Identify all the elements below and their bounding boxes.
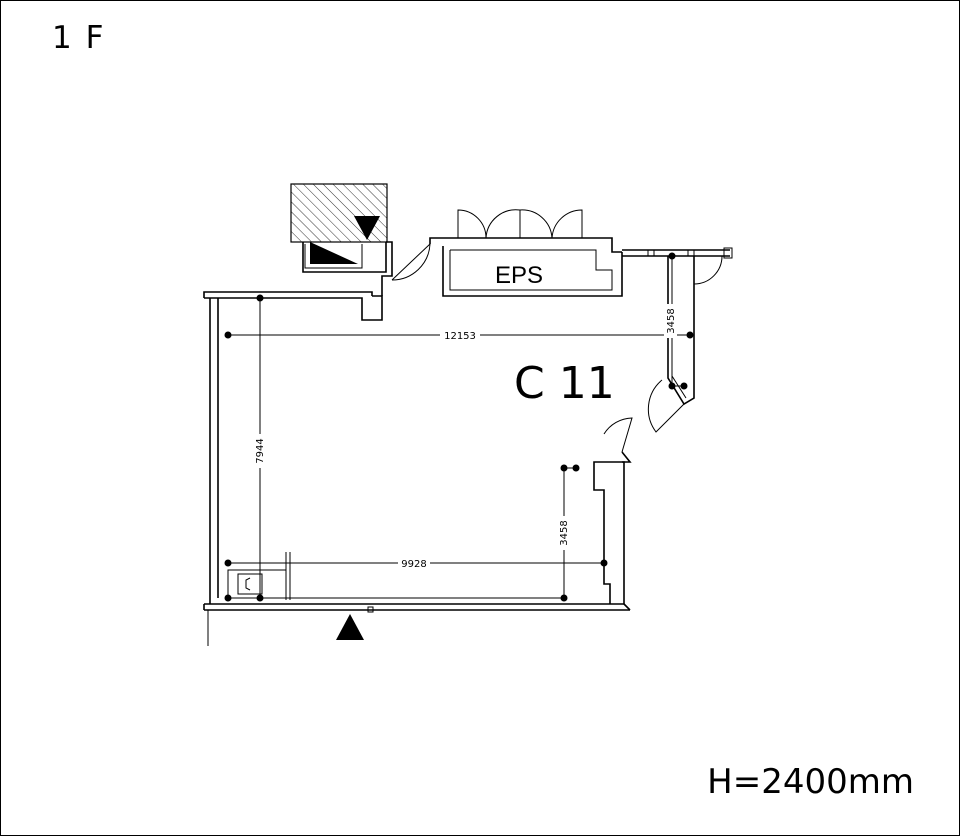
dim-right-upper: 3458	[666, 308, 677, 333]
dimension-node	[686, 331, 694, 339]
dimension-node	[668, 382, 676, 390]
dimension-node	[560, 464, 568, 472]
dimension-node	[224, 331, 232, 339]
dimension-lines: 12153 3458 7944 9928	[224, 252, 694, 602]
room-name: C 11	[514, 358, 615, 409]
stair-block	[290, 183, 388, 273]
dimension-node	[668, 252, 676, 260]
entrance-arrow-icon	[336, 614, 364, 640]
eps-label: EPS	[495, 262, 543, 289]
dim-top-width: 12153	[444, 331, 476, 342]
eps-room: EPS	[429, 209, 623, 297]
dimension-node	[256, 294, 264, 302]
dim-left-depth: 7944	[255, 438, 266, 463]
dimension-node	[680, 382, 688, 390]
dimension-node	[224, 594, 232, 602]
upper-left-walls	[203, 241, 393, 321]
dimension-node	[572, 464, 580, 472]
door-stair	[391, 243, 431, 281]
down-arrow-icon	[354, 216, 380, 240]
diagonal-doors	[603, 379, 685, 463]
dimension-node	[224, 559, 232, 567]
stair-triangle-icon	[310, 242, 358, 264]
dimension-node	[600, 559, 608, 567]
ceiling-height-label: H=2400mm	[707, 762, 914, 802]
main-room-walls	[203, 298, 631, 646]
dim-right-lower: 3458	[559, 520, 570, 545]
floor-label: 1 F	[52, 20, 106, 56]
dim-bottom-width: 9928	[401, 559, 426, 570]
